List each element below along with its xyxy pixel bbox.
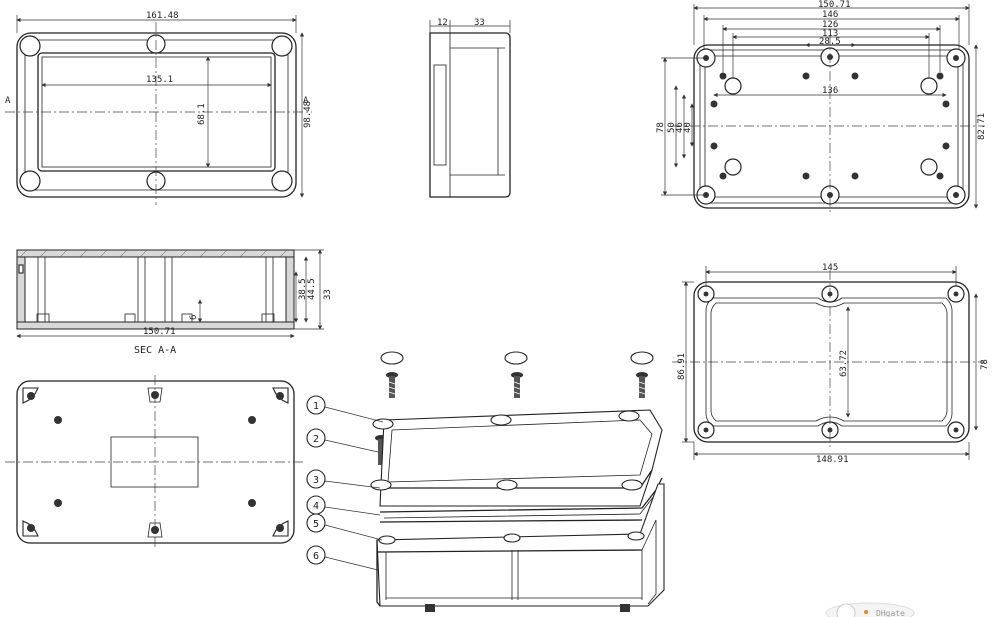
- screw-top-right: [636, 372, 648, 398]
- lid-right-label: 82.71: [977, 113, 987, 140]
- lid-dim-4: 28.5: [819, 37, 841, 47]
- base-right-label: 78: [980, 359, 990, 370]
- callout-5-label: 5: [313, 519, 319, 530]
- lid-left-dim-3: 40: [683, 122, 693, 133]
- cap-2: [504, 351, 528, 365]
- base-bottom-label: 148.91: [816, 455, 849, 465]
- section-height-1: 44.5: [307, 278, 317, 300]
- cap-1: [380, 351, 404, 365]
- section-marker-left: A: [5, 96, 11, 106]
- callout-4: 4: [306, 495, 381, 516]
- lid-dim-1: 146: [822, 10, 838, 20]
- base-width-label: 145: [822, 263, 838, 273]
- screw-top-left: [386, 372, 398, 398]
- callout-2-label: 2: [313, 434, 319, 445]
- top-height-label: 98.48: [303, 101, 313, 128]
- lid-left-dim-0: 78: [656, 122, 666, 133]
- callout-1-label: 1: [313, 401, 319, 412]
- section-height-0: 38.5: [298, 278, 308, 300]
- lid-dim-0: 150.71: [818, 0, 851, 10]
- base-left-label: 86.91: [677, 353, 687, 380]
- callout-4-label: 4: [313, 501, 319, 512]
- callout-2: 2: [306, 428, 379, 453]
- section-view: 150.71 38.5 44.5 33 6 SEC A-A: [16, 249, 333, 356]
- side-view: 12 33: [429, 18, 511, 198]
- base-inner-height-label: 63.72: [839, 350, 849, 377]
- lid-left-dim-1: 50: [667, 122, 677, 133]
- callout-3-label: 3: [313, 475, 319, 486]
- section-height-2: 33: [323, 289, 333, 300]
- lid-dim-3: 113: [822, 29, 838, 39]
- callout-1: 1: [306, 395, 384, 423]
- top-width-label: 161.48: [146, 11, 179, 21]
- side-depth-label: 33: [474, 18, 485, 28]
- callout-6: 6: [306, 545, 379, 571]
- lid-part: [370, 409, 663, 507]
- top-view: 161.48 135.1 68.1 98.48 A A: [5, 11, 313, 205]
- lid-view: 150.71 146 126 113 28.5 136 78 50 46 40 …: [656, 0, 987, 215]
- callout-6-label: 6: [313, 551, 319, 562]
- section-base-label: 6: [189, 315, 199, 320]
- watermark-text: DHgate: [876, 609, 905, 617]
- top-inner-height-label: 68.1: [197, 103, 207, 125]
- callout-3: 3: [306, 469, 381, 489]
- section-caption: SEC A-A: [134, 345, 176, 356]
- top-inner-width-label: 135.1: [146, 75, 173, 85]
- base-box-part: [376, 483, 665, 612]
- lid-left-dim-2: 46: [675, 122, 685, 133]
- base-view: 145 63.72 86.91 78 148.91: [672, 263, 990, 465]
- section-width-label: 150.71: [143, 327, 176, 337]
- cap-3: [630, 351, 654, 365]
- callout-5: 5: [306, 513, 383, 541]
- bottom-view: [5, 375, 305, 550]
- lid-inner-label: 136: [822, 86, 838, 96]
- watermark: DHgate: [825, 602, 915, 617]
- lid-dim-2: 126: [822, 20, 838, 30]
- section-marker-right: A: [303, 96, 309, 106]
- exploded-view: 1 2 3 4 5 6: [306, 351, 665, 612]
- screw-top-middle: [511, 372, 523, 398]
- side-wall-label: 12: [437, 18, 448, 28]
